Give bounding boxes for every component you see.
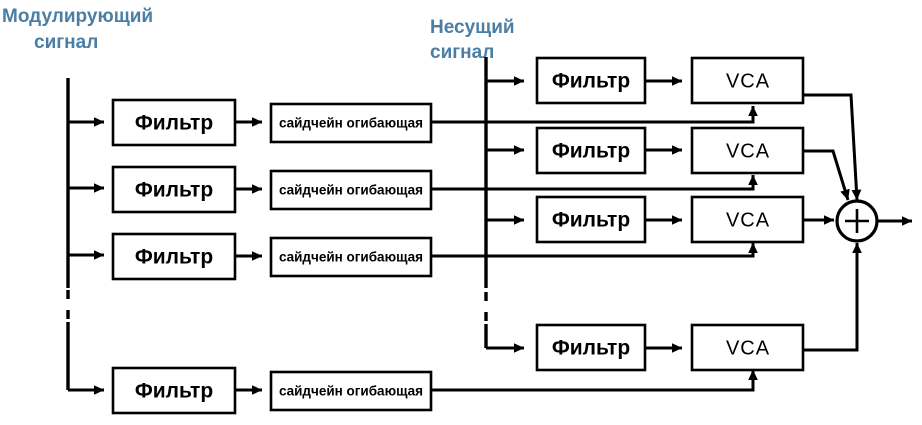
modulator-row-1: Фильтр сайдчейн огибающая [68,98,758,147]
wire-envelope-3-to-vca-3-control [431,242,758,258]
envelope-box-2[interactable] [269,169,433,211]
vca-box-3[interactable] [690,195,805,244]
envelope-label-2: сайдчейн огибающая [279,183,423,198]
filter-label-carrier-2: Фильтр [552,140,630,163]
modulator-signal-title: Модулирующий сигнал [2,6,153,53]
vca-label-1: VCA [726,70,770,92]
filter-box-modulator-3[interactable] [111,232,237,281]
filter-label-modulator-4: Фильтр [135,380,213,403]
wire-vca-1-to-sum [803,93,862,201]
carrier-signal-title: Несущий сигнал [430,17,515,63]
summing-node[interactable] [835,199,913,243]
modulator-title-line2: сигнал [34,32,98,53]
wire-envelope-4-to-vca-4-control [431,369,758,392]
modulator-row-3: Фильтр сайдчейн огибающая [68,232,758,281]
envelope-label-1: сайдчейн огибающая [279,116,423,131]
vca-label-3: VCA [726,209,770,231]
wire-envelope-2-to-vca-2-control [431,174,758,191]
envelope-label-4: сайдчейн огибающая [279,384,423,399]
carrier-row-1: Фильтр VCA [486,56,862,201]
carrier-row-3: Фильтр VCA [486,195,835,244]
filter-box-carrier-4[interactable] [535,323,647,372]
filter-box-modulator-4[interactable] [111,366,237,415]
filter-label-carrier-3: Фильтр [552,209,630,232]
modulator-row-4: Фильтр сайдчейн огибающая [68,366,758,415]
filter-label-modulator-2: Фильтр [135,179,213,202]
wire-vca-2-to-sum [803,149,850,201]
filter-label-carrier-4: Фильтр [552,337,630,360]
envelope-box-1[interactable] [269,102,433,144]
filter-box-carrier-1[interactable] [535,56,647,105]
wire-envelope-1-to-vca-1-control [431,105,758,124]
filter-label-carrier-1: Фильтр [552,70,630,93]
filter-box-carrier-2[interactable] [535,126,647,175]
wire-vca-4-to-sum [803,242,862,352]
modulator-row-2: Фильтр сайдчейн огибающая [68,165,758,214]
carrier-title-line2: сигнал [430,42,494,63]
vca-box-2[interactable] [690,126,805,175]
filter-label-modulator-1: Фильтр [135,112,213,135]
carrier-title-line1: Несущий [430,17,515,38]
envelope-box-4[interactable] [269,370,433,412]
vca-label-4: VCA [726,337,770,359]
envelope-box-3[interactable] [269,236,433,278]
vca-label-2: VCA [726,140,770,162]
envelope-label-3: сайдчейн огибающая [279,250,423,265]
filter-box-modulator-2[interactable] [111,165,237,214]
carrier-row-2: Фильтр VCA [486,126,850,201]
vca-box-4[interactable] [690,323,805,372]
filter-label-modulator-3: Фильтр [135,246,213,269]
vca-box-1[interactable] [690,56,805,105]
carrier-row-4: Фильтр VCA [486,242,862,372]
modulator-title-line1: Модулирующий [2,6,153,27]
filter-box-modulator-1[interactable] [111,98,237,147]
